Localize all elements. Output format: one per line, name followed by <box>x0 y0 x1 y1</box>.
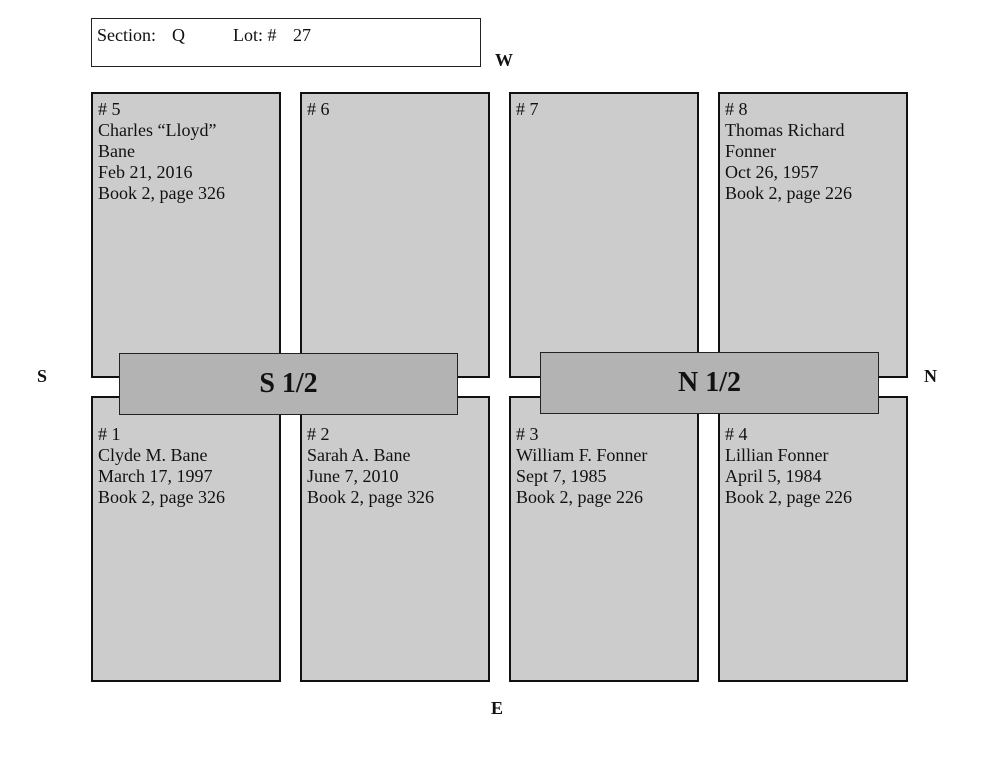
plot-name: Clyde M. Bane <box>98 445 208 465</box>
south-half-label: S 1/2 <box>119 353 458 415</box>
lot-value: 27 <box>293 25 311 45</box>
plot-book-ref: Book 2, page 226 <box>725 183 852 203</box>
plot-3: # 3 William F. Fonner Sept 7, 1985 Book … <box>509 396 699 682</box>
plot-number: # 8 <box>725 99 748 119</box>
section-label: Section: <box>97 25 156 45</box>
plot-name-line2: Bane <box>98 141 135 161</box>
plot-5: # 5 Charles “Lloyd” Bane Feb 21, 2016 Bo… <box>91 92 281 378</box>
plot-7: # 7 <box>509 92 699 378</box>
plot-book-ref: Book 2, page 226 <box>516 487 643 507</box>
plot-name-line1: Thomas Richard <box>725 120 845 140</box>
compass-east: E <box>491 698 504 718</box>
lot-label: Lot: # <box>233 25 277 45</box>
plot-date: Sept 7, 1985 <box>516 466 607 486</box>
plot-book-ref: Book 2, page 326 <box>307 487 434 507</box>
plot-name: Lillian Fonner <box>725 445 829 465</box>
plot-date: March 17, 1997 <box>98 466 213 486</box>
plot-name: Sarah A. Bane <box>307 445 411 465</box>
plot-book-ref: Book 2, page 226 <box>725 487 852 507</box>
plot-date: Oct 26, 1957 <box>725 162 819 182</box>
plot-date: June 7, 2010 <box>307 466 399 486</box>
plot-book-ref: Book 2, page 326 <box>98 183 225 203</box>
plot-number: # 3 <box>516 424 539 444</box>
plot-number: # 5 <box>98 99 121 119</box>
plot-date: Feb 21, 2016 <box>98 162 193 182</box>
north-half-label: N 1/2 <box>540 352 879 414</box>
plot-name-line2: Fonner <box>725 141 776 161</box>
plot-1: # 1 Clyde M. Bane March 17, 1997 Book 2,… <box>91 396 281 682</box>
compass-west: W <box>495 50 513 70</box>
plot-number: # 1 <box>98 424 121 444</box>
plot-2: # 2 Sarah A. Bane June 7, 2010 Book 2, p… <box>300 396 490 682</box>
plot-6: # 6 <box>300 92 490 378</box>
plot-8: # 8 Thomas Richard Fonner Oct 26, 1957 B… <box>718 92 908 378</box>
section-value: Q <box>172 25 185 45</box>
compass-north: N <box>924 366 937 386</box>
section-lot-box: Section: Q Lot: # 27 <box>91 18 481 67</box>
plot-4: # 4 Lillian Fonner April 5, 1984 Book 2,… <box>718 396 908 682</box>
plot-book-ref: Book 2, page 326 <box>98 487 225 507</box>
plot-number: # 2 <box>307 424 330 444</box>
plot-date: April 5, 1984 <box>725 466 822 486</box>
compass-south: S <box>37 366 48 386</box>
plot-number: # 7 <box>516 99 539 119</box>
plot-name-line1: Charles “Lloyd” <box>98 120 217 140</box>
plot-name: William F. Fonner <box>516 445 648 465</box>
plot-number: # 4 <box>725 424 748 444</box>
plot-number: # 6 <box>307 99 330 119</box>
